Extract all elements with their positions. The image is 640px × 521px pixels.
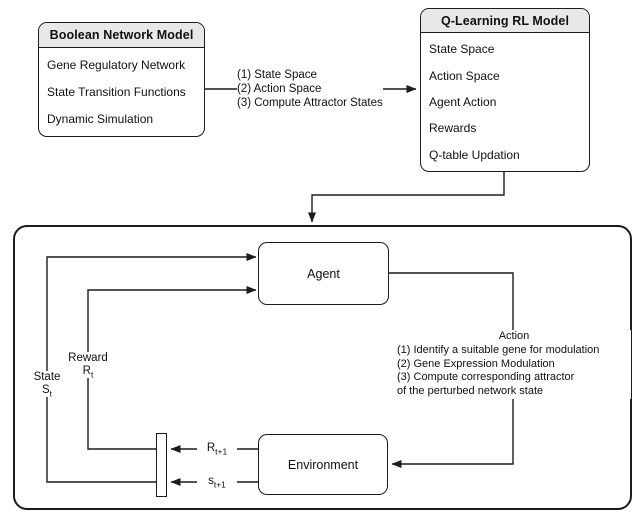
bn-item-state-transition-functions: State Transition Functions [47, 84, 186, 99]
transfer-note-line2: (2) Action Space [237, 83, 322, 95]
bn-item-dynamic-simulation: Dynamic Simulation [47, 112, 154, 127]
boolean-network-model-title: Boolean Network Model [39, 23, 204, 48]
action-note-title: Action [498, 330, 530, 342]
boolean-network-model-box: Boolean Network Model Gene Regulatory Ne… [38, 22, 205, 137]
action-note-line1: (1) Identify a suitable gene for modulat… [397, 343, 600, 356]
action-note: Action (1) Identify a suitable gene for … [397, 330, 631, 399]
rl-loop-frame [13, 225, 632, 510]
reward-word: Reward [68, 352, 108, 364]
transfer-note-line1: (1) State Space [237, 69, 317, 81]
q-learning-model-items: State Space Action Space Agent Action Re… [421, 33, 589, 171]
q-learning-model-box: Q-Learning RL Model State Space Action S… [420, 8, 590, 172]
environment-label: Environment [287, 457, 359, 472]
state-symbol: St [41, 384, 53, 399]
state-feedback-line [46, 253, 257, 483]
reward-next-label: Rt+1 [197, 442, 237, 456]
agent-node: Agent [258, 242, 389, 305]
ql-to-loop-arrow [308, 172, 505, 223]
time-step-bar [156, 433, 167, 497]
state-next-label: st+1 [197, 475, 237, 489]
reward-label: Reward Rt [62, 352, 114, 380]
environment-node: Environment [258, 434, 388, 495]
state-label: State St [25, 371, 69, 399]
ql-item-q-table-updation: Q-table Updation [429, 147, 520, 162]
bn-item-gene-regulatory-network: Gene Regulatory Network [47, 57, 186, 72]
transfer-note-line3: (3) Compute Attractor States [237, 97, 383, 109]
action-note-line4: of the perturbed network state [397, 385, 544, 398]
ql-item-state-space: State Space [429, 42, 495, 57]
boolean-network-model-items: Gene Regulatory Network State Transition… [39, 48, 204, 136]
reward-symbol: Rt [82, 365, 94, 380]
action-note-line2: (2) Gene Expression Modulation [397, 357, 555, 370]
ql-item-agent-action: Agent Action [429, 94, 497, 109]
agent-label: Agent [307, 266, 340, 281]
q-learning-model-title: Q-Learning RL Model [421, 9, 589, 33]
transfer-note: (1) State Space (2) Action Space (3) Com… [237, 68, 383, 110]
state-word: State [33, 371, 61, 383]
action-note-line3: (3) Compute corresponding attractor [397, 371, 575, 384]
ql-item-action-space: Action Space [429, 68, 500, 83]
ql-item-rewards: Rewards [429, 121, 477, 136]
